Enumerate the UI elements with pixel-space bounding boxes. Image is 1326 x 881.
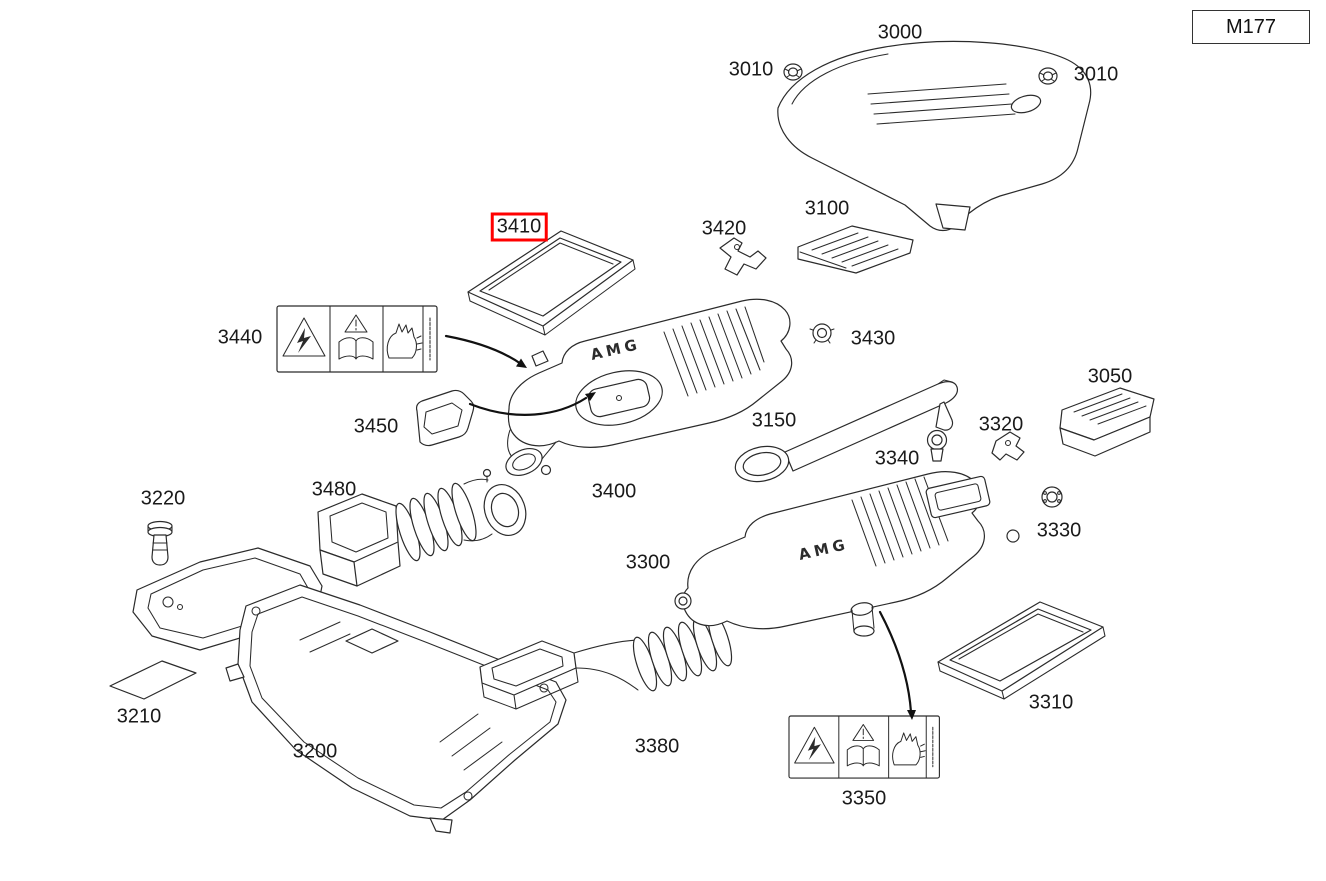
part-label-3310[interactable]: 3310 (1028, 691, 1074, 714)
part-label-3340[interactable]: 3340 (874, 447, 920, 470)
bracket-3320-drawing (991, 431, 1025, 461)
pad-3450-drawing (415, 389, 475, 447)
air-filter-3310-drawing (937, 601, 1106, 700)
part-label-3000[interactable]: 3000 (877, 21, 923, 44)
nut-3010-right-drawing (1038, 67, 1058, 85)
cover-strip-3050-drawing (1059, 387, 1155, 457)
part-label-3210[interactable]: 3210 (116, 705, 162, 728)
part-label-3320[interactable]: 3320 (978, 413, 1024, 436)
part-label-3050[interactable]: 3050 (1087, 365, 1133, 388)
part-label-3150[interactable]: 3150 (751, 409, 797, 432)
brace-3150-drawing (734, 379, 959, 483)
engine-cover-3000-drawing (777, 40, 1092, 232)
part-label-3220[interactable]: 3220 (140, 487, 186, 510)
nut-3010-left-drawing (783, 63, 803, 81)
part-label-3010-right[interactable]: 3010 (1073, 63, 1119, 86)
clip-3220-drawing (147, 520, 173, 566)
air-cleaner-3400-drawing: AMG (505, 298, 793, 477)
leader-arrows (444, 334, 916, 720)
part-label-3410-highlighted[interactable]: 3410 (490, 212, 548, 242)
part-label-3010-left[interactable]: 3010 (728, 58, 774, 81)
part-label-3400[interactable]: 3400 (591, 480, 637, 503)
pad-3210-drawing (109, 660, 197, 700)
part-label-3100[interactable]: 3100 (804, 197, 850, 220)
warning-label-3440-drawing (276, 305, 438, 373)
part-label-3330[interactable]: 3330 (1036, 519, 1082, 542)
air-filter-3410-drawing (467, 230, 636, 336)
intake-duct-3480-drawing (317, 468, 527, 587)
cap-3330-drawing (1041, 486, 1063, 508)
part-label-3380[interactable]: 3380 (634, 735, 680, 758)
belly-pan-3200-drawing (132, 547, 567, 834)
bracket-3420-drawing (719, 237, 767, 276)
part-label-3200[interactable]: 3200 (292, 740, 338, 763)
cover-strip-3100-drawing (797, 225, 914, 274)
warning-label-3350-drawing (788, 715, 940, 779)
part-label-3300[interactable]: 3300 (625, 551, 671, 574)
part-label-3480[interactable]: 3480 (311, 478, 357, 501)
part-label-3450[interactable]: 3450 (353, 415, 399, 438)
cap-3430-drawing (809, 323, 835, 344)
model-badge: M177 (1192, 10, 1310, 44)
air-cleaner-3300-drawing: AMG (674, 471, 1020, 637)
part-label-3440[interactable]: 3440 (217, 326, 263, 349)
part-label-3420[interactable]: 3420 (701, 217, 747, 240)
part-label-3430[interactable]: 3430 (850, 327, 896, 350)
part-label-3350[interactable]: 3350 (841, 787, 887, 810)
cap-3340-drawing (926, 429, 948, 462)
